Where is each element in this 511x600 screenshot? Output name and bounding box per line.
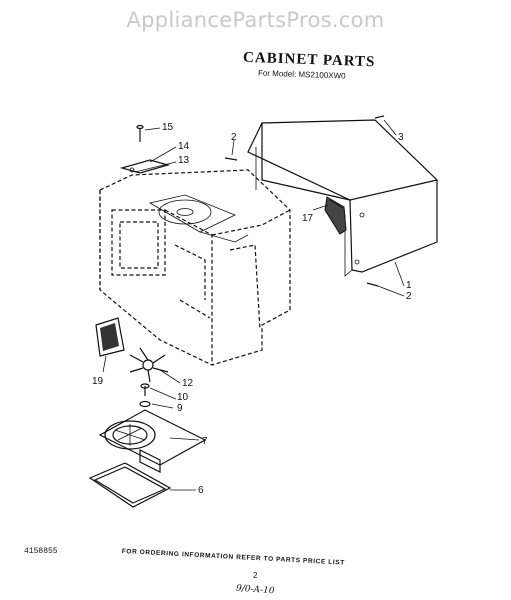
callout-1: 1 — [406, 280, 412, 291]
fan-blade-part-12 — [129, 347, 169, 383]
callout-10: 10 — [177, 392, 189, 403]
callout-17: 17 — [302, 213, 314, 224]
inner-cavity — [99, 169, 291, 366]
callout-2-top: 2 — [231, 132, 237, 143]
cabinet-screws — [224, 115, 385, 287]
filter-part-6 — [88, 462, 172, 508]
bracket-part-14 — [119, 124, 171, 174]
bracket-part-17 — [324, 196, 347, 235]
screw-washer-parts — [139, 383, 151, 408]
callout-15: 15 — [162, 122, 174, 133]
callout-13: 13 — [178, 155, 190, 166]
callout-19: 19 — [92, 376, 104, 387]
cover-plate-part-19 — [95, 317, 125, 357]
page-number: 2 — [253, 571, 258, 580]
document-number: 4158855 — [24, 547, 58, 556]
callout-3: 3 — [398, 132, 404, 143]
callout-6: 6 — [198, 485, 204, 496]
callout-14: 14 — [178, 141, 190, 152]
callout-2-bottom: 2 — [406, 291, 412, 302]
watermark: AppliancePartsPros.com — [126, 8, 385, 32]
callout-labels: 15 14 13 2 3 17 1 2 19 12 10 9 7 6 — [92, 122, 412, 496]
callout-9: 9 — [177, 403, 183, 414]
outer-cabinet — [247, 119, 438, 277]
leader-lines — [102, 119, 405, 491]
callout-7: 7 — [202, 436, 208, 447]
fan-motor-part-7 — [98, 409, 207, 473]
callout-12: 12 — [182, 378, 194, 389]
